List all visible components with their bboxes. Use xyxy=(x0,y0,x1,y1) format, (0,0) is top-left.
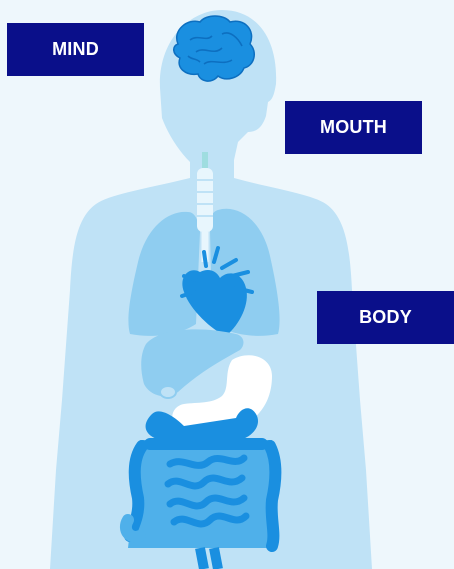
label-mouth: MOUTH xyxy=(285,101,422,154)
brain-icon xyxy=(174,16,255,81)
label-mind: MIND xyxy=(7,23,144,76)
label-mouth-text: MOUTH xyxy=(320,117,387,138)
label-body: BODY xyxy=(317,291,454,344)
label-mind-text: MIND xyxy=(52,39,99,60)
label-body-text: BODY xyxy=(359,307,412,328)
